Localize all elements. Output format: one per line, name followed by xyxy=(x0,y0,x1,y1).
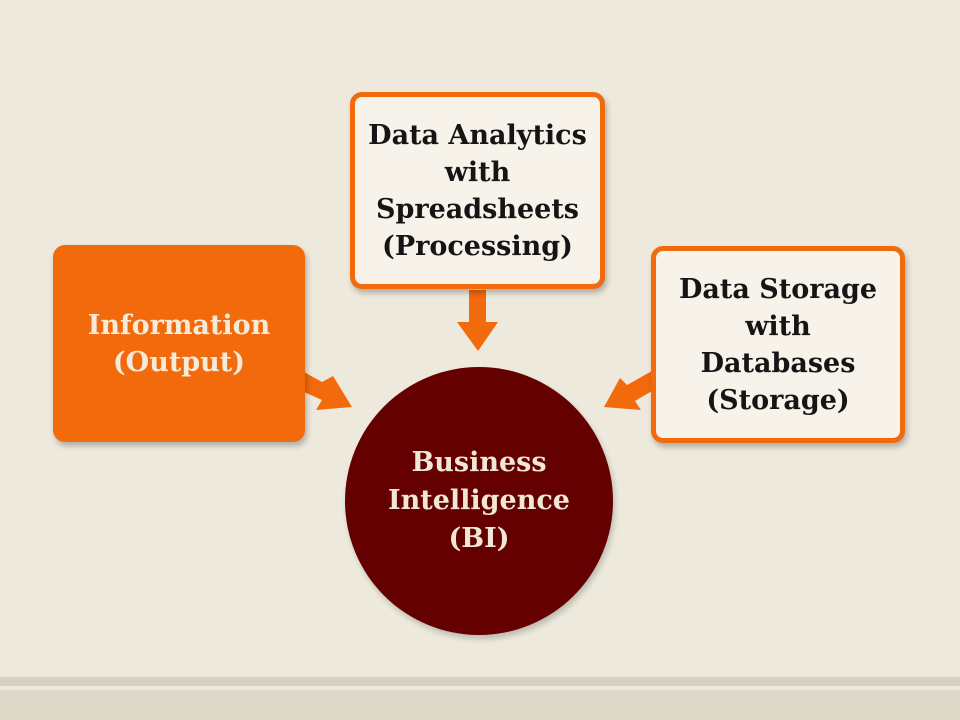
footer-stripe-bottom xyxy=(0,690,960,720)
data-storage-label: Data Storage with Databases (Storage) xyxy=(678,273,878,416)
arrow-processing-to-bi xyxy=(457,290,498,351)
arrow-output-to-bi xyxy=(304,372,352,410)
data-analytics-processing-node: Data Analytics with Spreadsheets (Proces… xyxy=(350,92,605,289)
data-analytics-processing-label: Data Analytics with Spreadsheets (Proces… xyxy=(368,119,587,262)
footer-stripe-top xyxy=(0,677,960,686)
information-output-label: Information (Output) xyxy=(87,309,271,378)
business-intelligence-node: Business Intelligence (BI) xyxy=(345,367,613,635)
data-storage-node: Data Storage with Databases (Storage) xyxy=(651,246,905,443)
information-output-node: Information (Output) xyxy=(53,245,305,442)
arrow-storage-to-bi xyxy=(604,371,652,410)
business-intelligence-label: Business Intelligence (BI) xyxy=(388,447,570,554)
